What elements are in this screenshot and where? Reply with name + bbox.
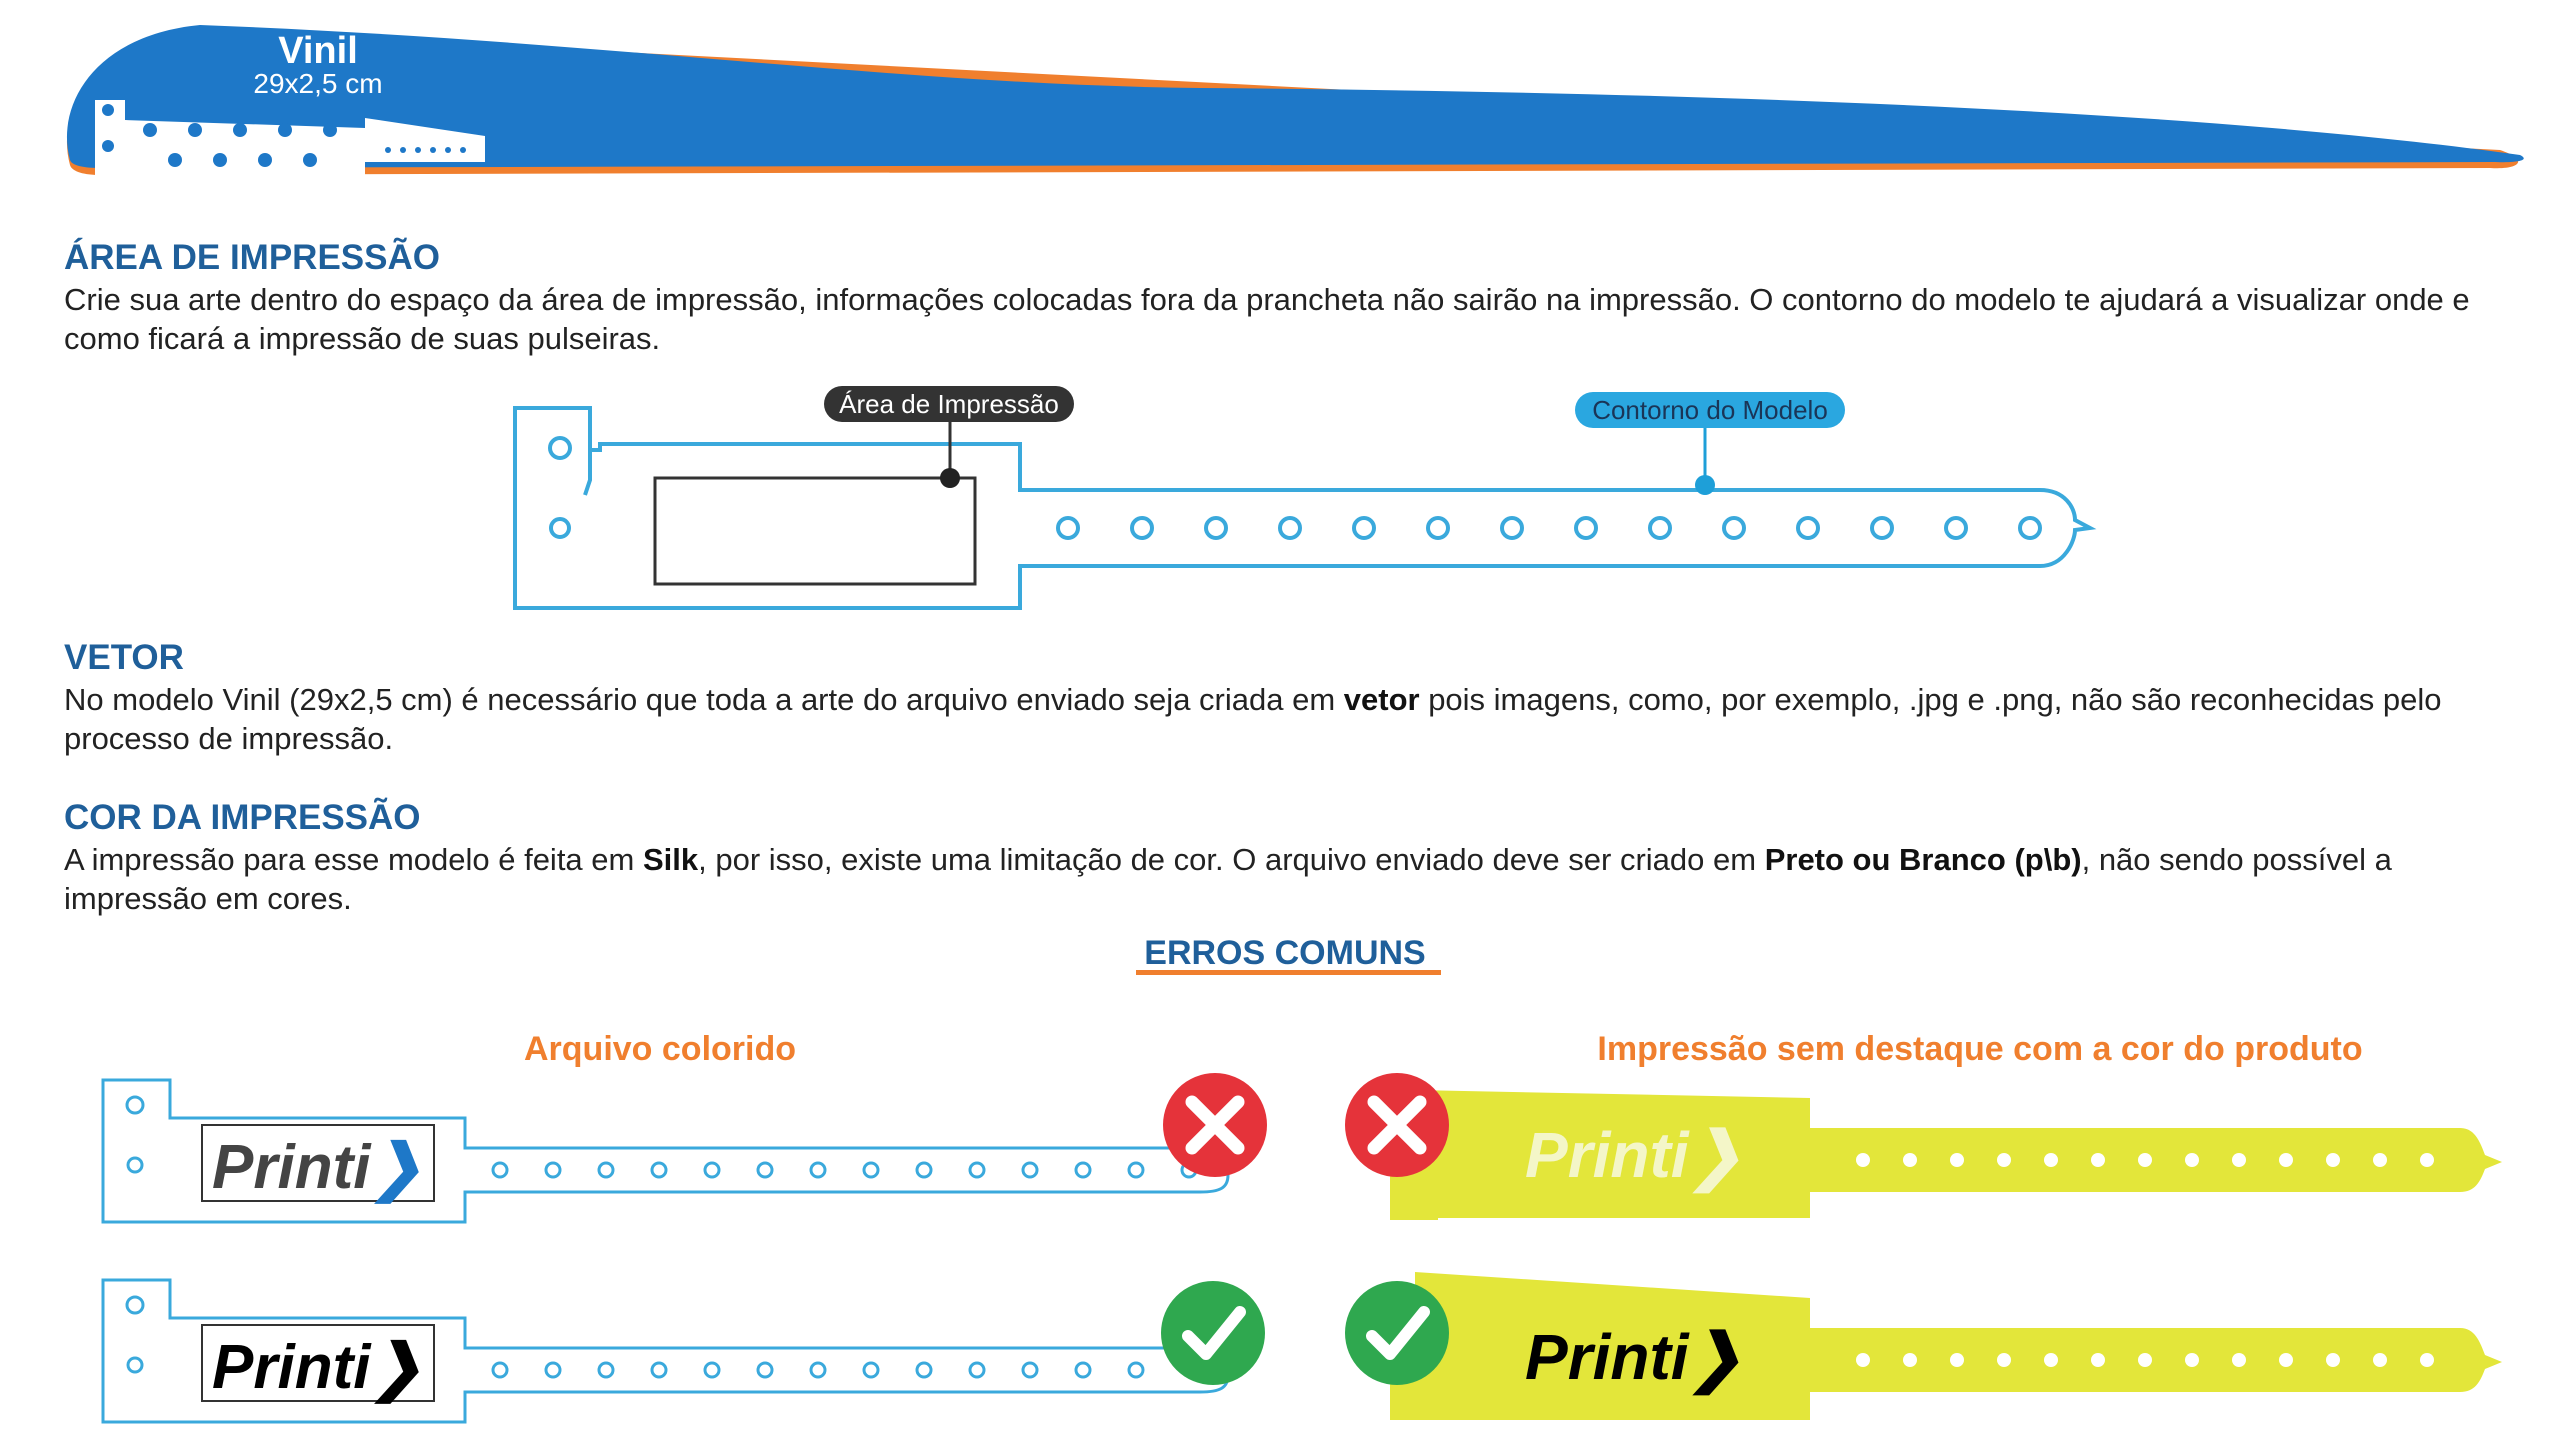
right-bands [1390, 1090, 2502, 1420]
check-icon [1161, 1281, 1265, 1385]
left-bands [101, 1078, 1230, 1424]
label-area-impressao: Área de Impressão [824, 386, 1074, 422]
label-contorno-modelo: Contorno do Modelo [1575, 392, 1845, 428]
vetor-text: No modelo Vinil (29x2,5 cm) é necessário… [64, 682, 2442, 756]
band-colored [101, 1078, 1230, 1224]
header-banner [66, 25, 2524, 182]
band-icon [95, 100, 485, 182]
logo-colored: Printi❯ [212, 1133, 423, 1202]
logo-white-on-yellow: Printi❯ [1525, 1119, 1743, 1191]
band-diagram [513, 406, 2097, 610]
header-title: Vinil [278, 30, 358, 72]
band-yellow-wrong [1390, 1090, 2502, 1220]
erros-underline [1136, 970, 1441, 975]
error-icon [1345, 1073, 1449, 1177]
area-text: Crie sua arte dentro do espaço da área d… [64, 282, 2470, 356]
logo-black-left: Printi❯ [212, 1333, 423, 1402]
error-icon [1163, 1073, 1267, 1177]
header-subtitle: 29x2,5 cm [253, 68, 383, 99]
logo-black-on-yellow: Printi❯ [1525, 1321, 1743, 1393]
check-icon [1345, 1281, 1449, 1385]
erros-heading: ERROS COMUNS [1144, 934, 1426, 972]
cor-heading: COR DA IMPRESSÃO [64, 798, 421, 837]
vetor-heading: VETOR [64, 638, 184, 677]
cor-text: A impressão para esse modelo é feita em … [64, 842, 2392, 916]
left-title: Arquivo colorido [524, 1030, 796, 1068]
area-heading: ÁREA DE IMPRESSÃO [64, 238, 440, 277]
right-title: Impressão sem destaque com a cor do prod… [1597, 1030, 2363, 1068]
band-yellow-correct [1390, 1272, 2502, 1420]
